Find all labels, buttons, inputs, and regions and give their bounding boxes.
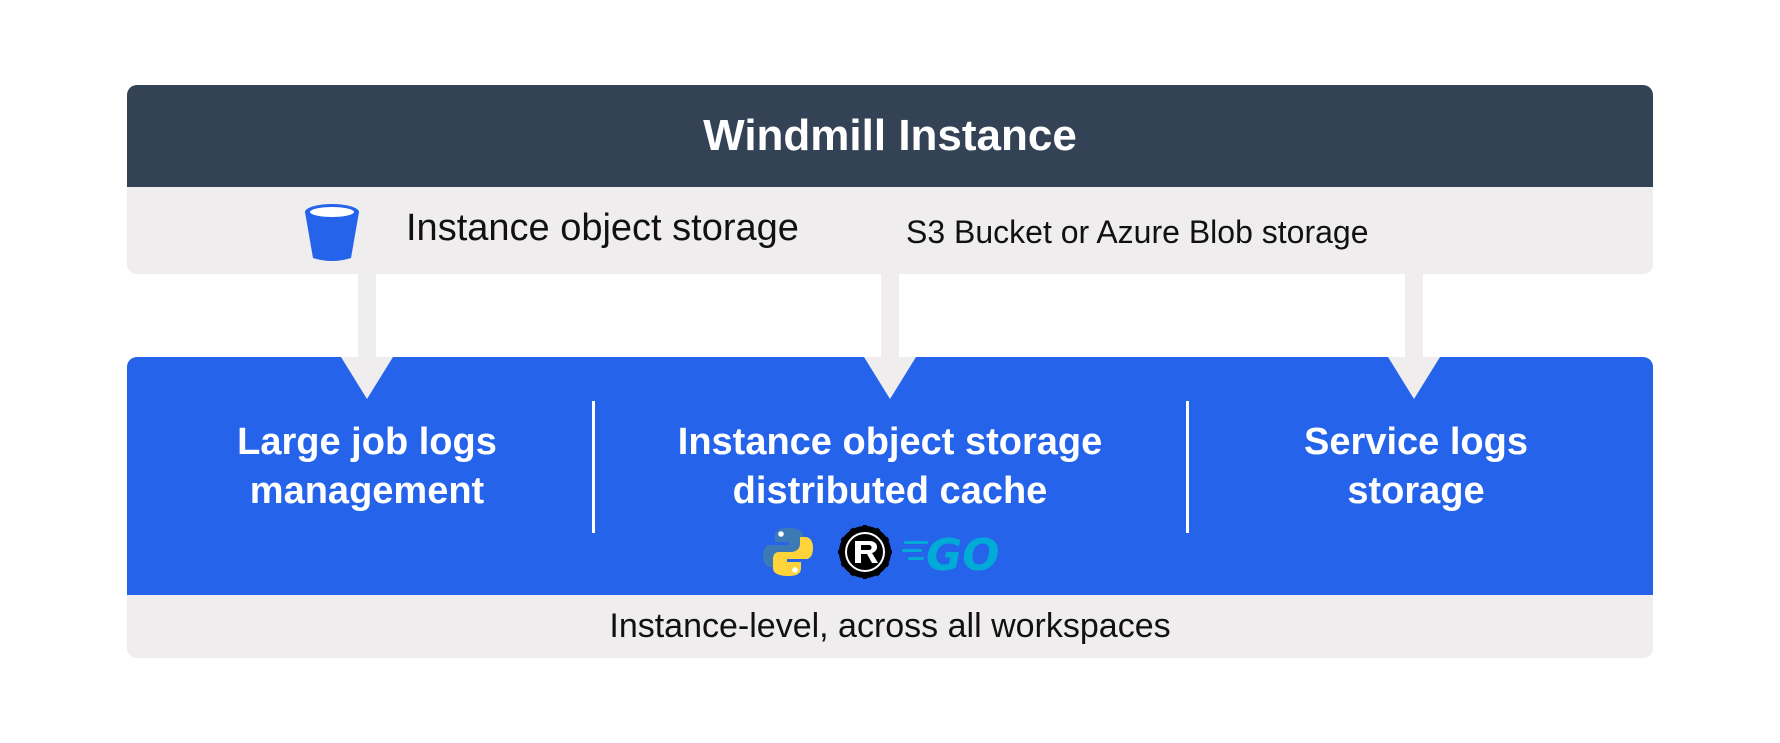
feature-label-line: Large job logs <box>237 421 497 463</box>
storage-subtitle: S3 Bucket or Azure Blob storage <box>906 214 1369 250</box>
feature-service-logs: Service logs storage <box>1196 418 1636 516</box>
svg-text:GO: GO <box>926 530 1000 579</box>
connector-line-3 <box>1405 274 1423 360</box>
footer-bar: Instance-level, across all workspaces <box>127 595 1653 658</box>
go-icon: GO <box>902 530 1000 579</box>
arrow-down-icon <box>341 357 393 399</box>
column-divider <box>1186 401 1189 533</box>
column-divider <box>592 401 595 533</box>
feature-label-line: Service logs <box>1304 421 1528 463</box>
instance-title: Windmill Instance <box>703 111 1077 160</box>
feature-distributed-cache: Instance object storage distributed cach… <box>600 418 1180 516</box>
python-icon <box>763 528 813 576</box>
feature-large-job-logs: Large job logs management <box>137 418 597 516</box>
connector-line-1 <box>358 274 376 360</box>
feature-label-line: Instance object storage <box>677 421 1103 463</box>
rust-icon <box>838 525 892 579</box>
connector-line-2 <box>881 274 899 360</box>
feature-label-line: storage <box>1347 470 1485 512</box>
bucket-icon <box>305 204 359 261</box>
storage-title: Instance object storage <box>406 207 799 249</box>
instance-storage-bar <box>127 187 1653 274</box>
feature-label-line: management <box>249 470 485 512</box>
footer-label: Instance-level, across all workspaces <box>609 607 1171 645</box>
instance-header: Windmill Instance <box>127 85 1653 187</box>
arrow-down-icon <box>864 357 916 399</box>
feature-label-line: distributed cache <box>732 470 1048 512</box>
arrow-down-icon <box>1388 357 1440 399</box>
